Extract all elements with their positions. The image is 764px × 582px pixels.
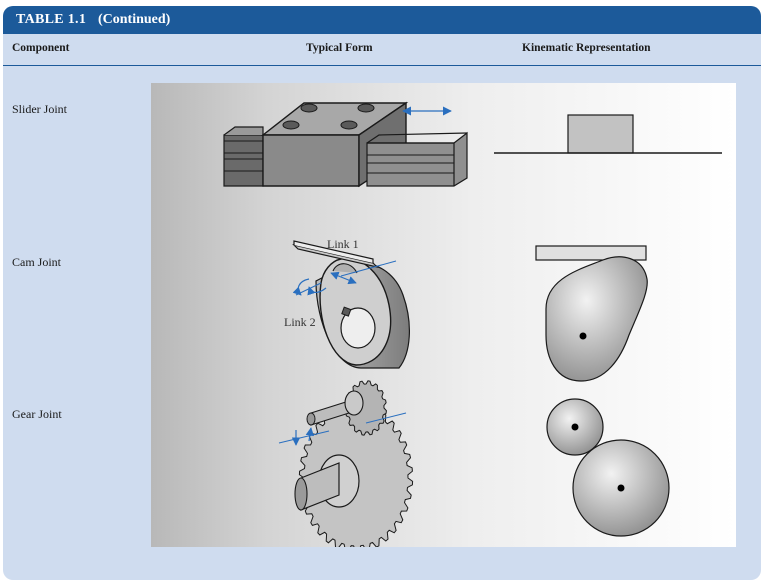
- slider-rail-left: [223, 126, 264, 187]
- slider-joint-typical-form: [223, 101, 468, 188]
- gear-joint-typical-form: [278, 380, 414, 547]
- cam-link-1-label: Link 1: [327, 237, 359, 251]
- table-number: TABLE 1.1: [16, 12, 87, 27]
- row-label-cam-joint: Cam Joint: [12, 255, 62, 269]
- row-label-slider-joint: Slider Joint: [12, 102, 68, 116]
- slider-joint-kinematic: [494, 114, 722, 154]
- slider-rail-right: [366, 131, 468, 187]
- cam-link-2-label: Link 2: [284, 315, 316, 329]
- table-title-bar: TABLE 1.1 (Continued): [3, 6, 761, 34]
- header-divider: [3, 65, 761, 66]
- gear-joint-kinematic: [546, 398, 670, 537]
- row-label-gear-joint: Gear Joint: [12, 407, 62, 421]
- table-continued-label: (Continued): [98, 12, 171, 27]
- column-header-component: Component: [12, 42, 70, 54]
- column-header-kinematic: Kinematic Representation: [522, 42, 651, 54]
- link-1-bar: [292, 243, 379, 269]
- joint-illustrations-panel: Link 1 Link 2: [151, 83, 736, 547]
- cam-joint-kinematic: [535, 245, 648, 382]
- cam-joint-typical-form: Link 1 Link 2: [284, 237, 410, 369]
- column-header-typical-form: Typical Form: [306, 42, 373, 54]
